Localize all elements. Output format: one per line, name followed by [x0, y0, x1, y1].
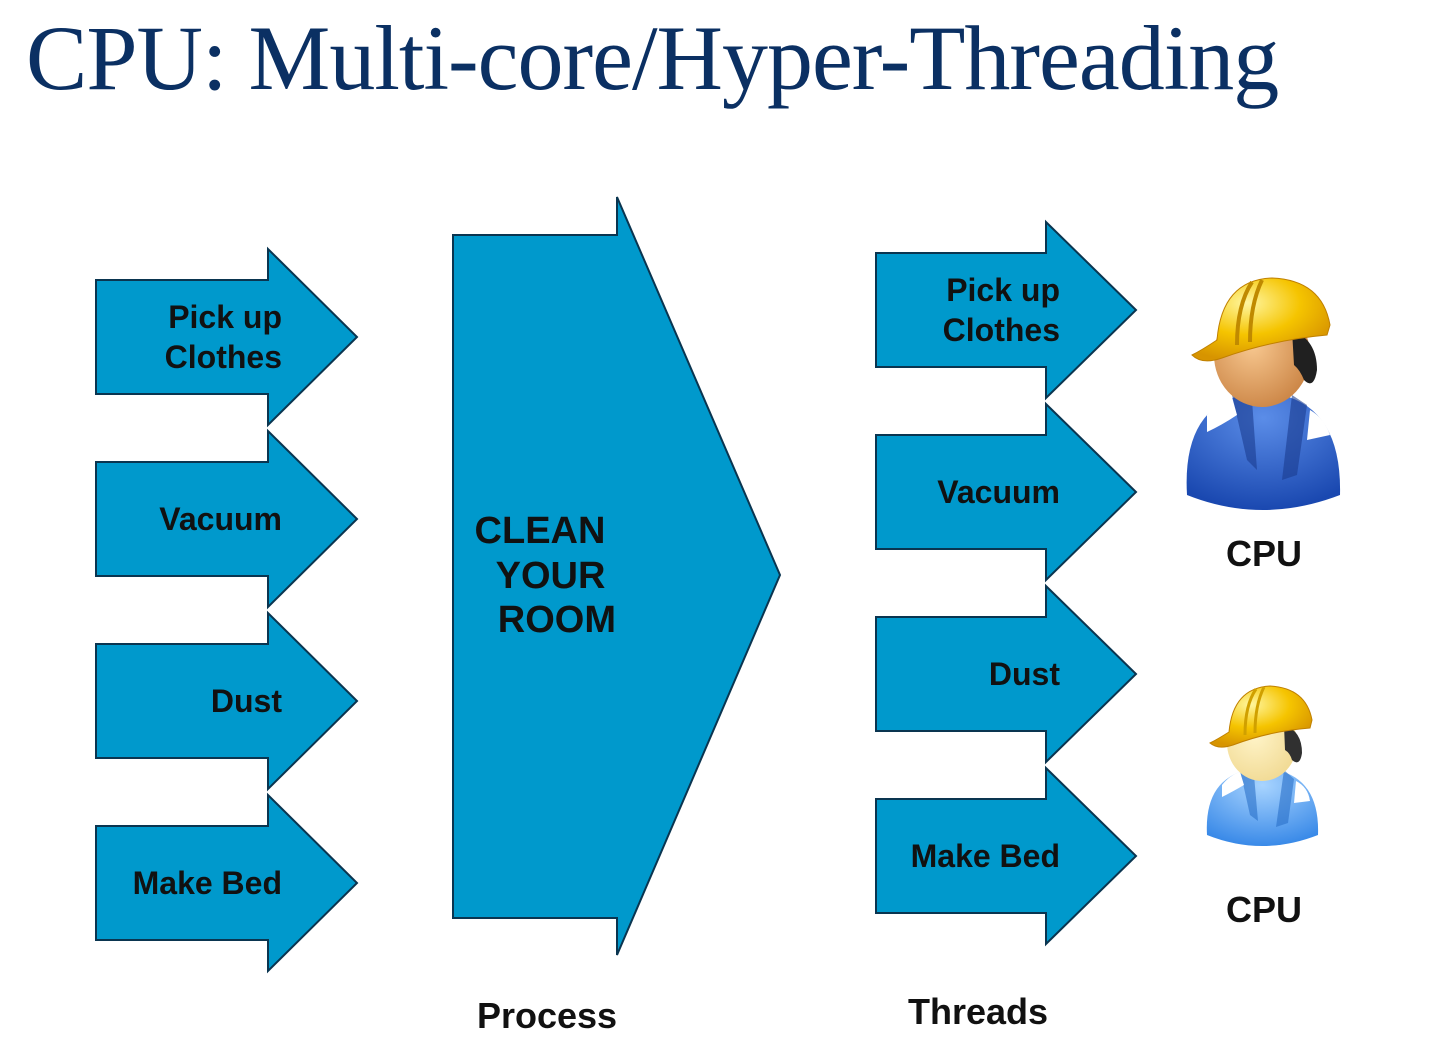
task-label: Pick up Clothes [943, 272, 1060, 348]
task-label-line: Make Bed [911, 838, 1060, 874]
process-arrow: CLEAN YOUR ROOM Process [452, 196, 782, 1036]
task-arrow: Make Bed [95, 792, 359, 974]
task-label: Pick up Clothes [165, 299, 282, 375]
task-label-line: Dust [989, 656, 1060, 692]
task-arrow: Dust [875, 583, 1138, 765]
process-caption: Process [477, 995, 617, 1036]
task-arrow: Pick up Clothes [95, 246, 359, 428]
threads-caption: Threads [908, 991, 1048, 1032]
task-label: Dust [989, 656, 1060, 692]
process-arrow-shape [452, 196, 782, 956]
task-arrow-shape [875, 219, 1138, 401]
task-label-line: Vacuum [937, 474, 1060, 510]
task-label: Make Bed [133, 865, 282, 901]
task-arrow: Dust [95, 610, 359, 792]
task-arrow-shape [875, 765, 1138, 947]
task-label-line: Pick up [946, 272, 1060, 308]
task-label-line: Dust [211, 683, 282, 719]
process-label-line: CLEAN [475, 510, 606, 552]
process-label: CLEAN YOUR ROOM [475, 510, 616, 641]
task-label: Make Bed [911, 838, 1060, 874]
task-arrow: Pick up Clothes [875, 219, 1138, 401]
task-label: Dust [211, 683, 282, 719]
task-arrow: Vacuum [95, 428, 359, 610]
task-label: Vacuum [937, 474, 1060, 510]
task-arrow: Vacuum [875, 401, 1138, 583]
construction-worker-icon [1206, 685, 1319, 846]
worker-label: CPU [1226, 889, 1302, 930]
task-label: Vacuum [159, 501, 282, 537]
task-arrow: Make Bed [875, 765, 1138, 947]
task-arrow-shape [95, 610, 359, 792]
task-label-line: Clothes [943, 312, 1060, 348]
worker-label: CPU [1226, 533, 1302, 574]
task-arrow-shape [875, 401, 1138, 583]
task-label-line: Pick up [168, 299, 282, 335]
process-label-line: YOUR [496, 555, 606, 597]
task-arrow-shape [95, 246, 359, 428]
slide-title: CPU: Multi-core/Hyper-Threading [26, 7, 1279, 109]
task-label-line: Vacuum [159, 501, 282, 537]
task-arrow-shape [875, 583, 1138, 765]
task-arrow-shape [95, 428, 359, 610]
task-arrow-shape [95, 792, 359, 974]
task-label-line: Make Bed [133, 865, 282, 901]
task-label-line: Clothes [165, 339, 282, 375]
process-label-line: ROOM [498, 599, 616, 641]
construction-worker-icon [1186, 277, 1341, 510]
